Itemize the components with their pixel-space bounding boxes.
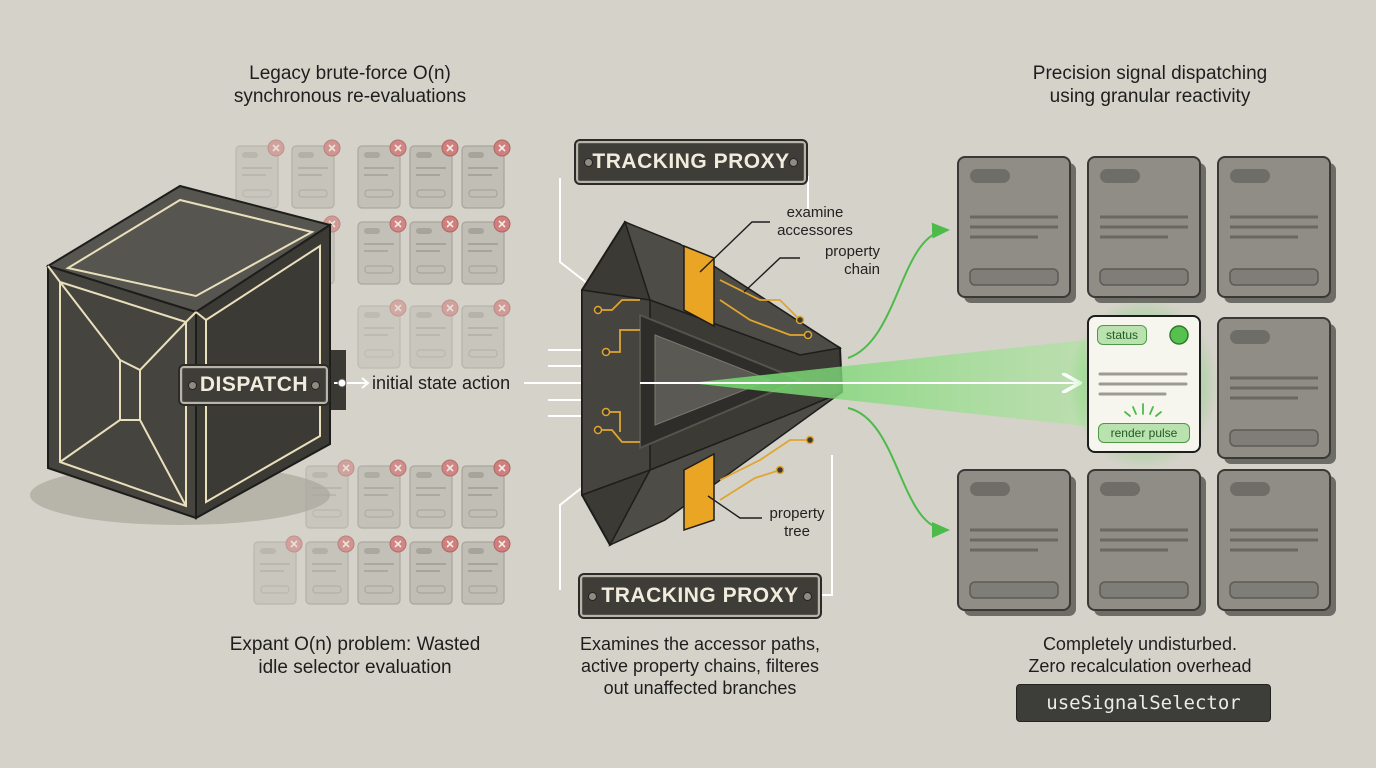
rivet-icon: [311, 381, 320, 390]
faded-selector-card: [357, 535, 407, 605]
hook-name-badge: useSignalSelector: [1016, 684, 1271, 722]
proxy-caption: Examines the accessor paths, active prop…: [540, 633, 860, 699]
active-component-card: [1068, 298, 1218, 470]
error-x-icon: [389, 459, 407, 477]
rivet-icon: [584, 158, 593, 167]
faded-selector-card: [357, 215, 407, 285]
error-x-icon: [441, 299, 459, 317]
faded-selector-card: [253, 535, 303, 605]
status-tag: status: [1097, 325, 1147, 345]
error-x-icon: [389, 299, 407, 317]
error-x-icon: [389, 535, 407, 553]
error-x-icon: [441, 535, 459, 553]
rivet-icon: [789, 158, 798, 167]
legacy-title-line-2: synchronous re-evaluations: [233, 86, 467, 107]
tracking-proxy-label-top: TRACKING PROXY: [592, 150, 790, 173]
faded-selector-card: [291, 139, 341, 209]
precision-caption-line-1: Completely undisturbed.: [1042, 634, 1238, 654]
annotation-examine-line-2: accessores: [777, 222, 853, 239]
precision-title-line-2: using granular reactivity: [1049, 86, 1251, 107]
component-card-grid: [957, 156, 1336, 616]
annotation-property-tree: property tree: [752, 505, 842, 541]
faded-selector-cards: [235, 139, 511, 605]
dispatch-connector: [334, 377, 370, 389]
annotation-examine-line-1: examine: [786, 204, 844, 221]
faded-selector-card: [409, 215, 459, 285]
dispatch-label: DISPATCH: [199, 373, 309, 396]
faded-selector-card: [409, 459, 459, 529]
error-x-icon: [337, 459, 355, 477]
legacy-title-line-1: Legacy brute-force O(n): [249, 63, 451, 84]
legacy-caption-line-2: idle selector evaluation: [258, 657, 452, 678]
action-label: initial state action: [372, 372, 524, 395]
faded-selector-card: [357, 299, 407, 369]
signal-beam: [690, 222, 1085, 538]
idle-component-card: [1217, 156, 1336, 303]
annotation-chain-line-2: chain: [844, 261, 880, 278]
faded-selector-card: [235, 139, 285, 209]
faded-selector-card: [461, 215, 511, 285]
error-x-icon: [441, 215, 459, 233]
idle-component-card: [1217, 469, 1336, 616]
legacy-caption-line-1: Expant O(n) problem: Wasted: [229, 634, 481, 655]
dispatch-plate: DISPATCH: [180, 366, 328, 404]
annotation-chain-line-1: property: [824, 243, 880, 260]
idle-component-card: [957, 156, 1076, 303]
idle-component-card: [1087, 156, 1206, 303]
error-x-icon: [493, 215, 511, 233]
faded-selector-card: [357, 139, 407, 209]
faded-selector-card: [461, 299, 511, 369]
render-pulse-tag: render pulse: [1098, 423, 1190, 443]
error-x-icon: [389, 139, 407, 157]
precision-caption-line-2: Zero recalculation overhead: [1028, 656, 1252, 676]
faded-selector-card: [461, 459, 511, 529]
proxy-caption-line-2: active property chains, filteres: [580, 656, 820, 676]
rivet-icon: [188, 381, 197, 390]
annotation-tree-line-2: tree: [784, 523, 810, 540]
faded-selector-card: [461, 139, 511, 209]
error-x-icon: [441, 459, 459, 477]
faded-selector-card: [409, 535, 459, 605]
annotation-property-chain: property chain: [790, 243, 880, 279]
error-x-icon: [389, 215, 407, 233]
error-x-icon: [493, 459, 511, 477]
idle-component-card: [957, 469, 1076, 616]
idle-component-card: [1087, 469, 1206, 616]
legacy-caption: Expant O(n) problem: Wasted idle selecto…: [190, 633, 520, 679]
annotation-leaders: [699, 221, 800, 519]
tracking-proxy-label-bottom: TRACKING PROXY: [601, 584, 799, 607]
precision-title-line-1: Precision signal dispatching: [1032, 63, 1268, 84]
faded-selector-card: [409, 299, 459, 369]
error-x-icon: [493, 299, 511, 317]
error-x-icon: [493, 139, 511, 157]
faded-selector-card: [461, 535, 511, 605]
faded-selector-card: [305, 535, 355, 605]
idle-component-card: [1217, 317, 1336, 464]
tracking-proxy-plate-top: TRACKING PROXY: [576, 141, 806, 183]
error-x-icon: [441, 139, 459, 157]
error-x-icon: [285, 535, 303, 553]
error-x-icon: [323, 139, 341, 157]
precision-caption: Completely undisturbed. Zero recalculati…: [980, 633, 1300, 677]
faded-selector-card: [409, 139, 459, 209]
error-x-icon: [493, 535, 511, 553]
tracking-proxy-plate-bottom: TRACKING PROXY: [580, 575, 820, 617]
legacy-title: Legacy brute-force O(n) synchronous re-e…: [170, 62, 530, 108]
proxy-caption-line-3: out unaffected branches: [603, 678, 797, 698]
annotation-tree-line-1: property: [769, 505, 825, 522]
precision-title: Precision signal dispatching using granu…: [970, 62, 1330, 108]
faded-selector-card: [357, 459, 407, 529]
error-x-icon: [267, 139, 285, 157]
rivet-icon: [588, 592, 597, 601]
rivet-icon: [803, 592, 812, 601]
error-x-icon: [337, 535, 355, 553]
proxy-caption-line-1: Examines the accessor paths,: [579, 634, 821, 654]
annotation-examine-accessores: examine accessores: [760, 204, 870, 240]
dispatch-cube: [30, 184, 346, 525]
